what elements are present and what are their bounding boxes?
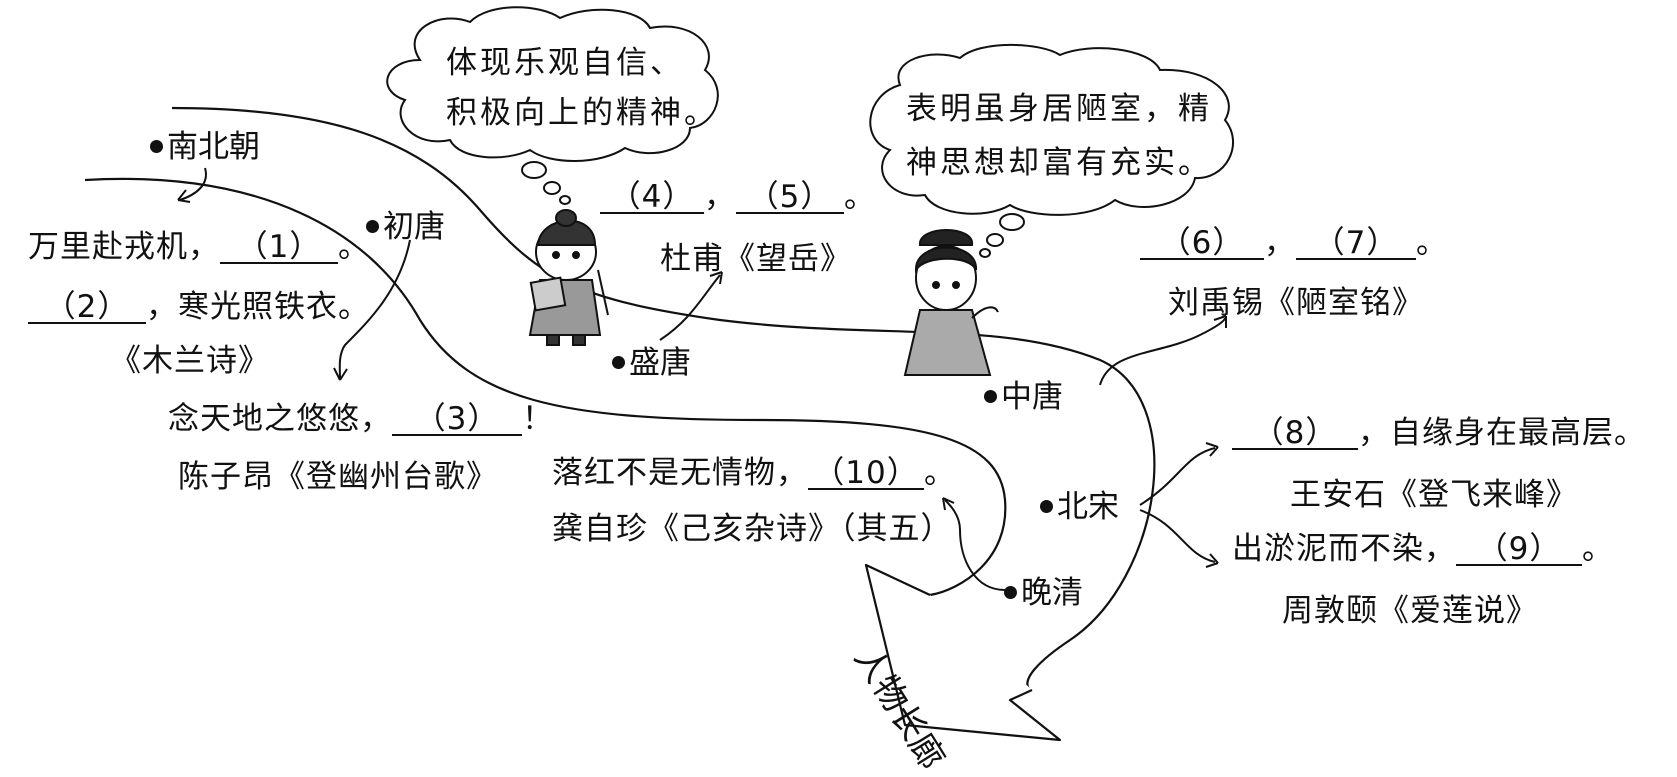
poem-text: ， [1264,225,1296,261]
era-label: 初唐 [383,209,445,245]
corridor-top-edge [171,106,1156,691]
answer-blank-6[interactable]: （6） [1140,228,1264,260]
poem-text: ！ [522,401,554,437]
thought-bubble-left [386,6,719,162]
scholar-figure-icon [528,209,609,346]
poem-wang-line: （8），自缘身在最高层。 [1232,414,1646,452]
poem-gong-source: 龚自珍《己亥杂诗》（其五） [552,511,953,547]
era-shengtang: 盛唐 [612,344,691,382]
bubble-left-line1: 体现乐观自信、 [446,45,684,81]
answer-blank-9[interactable]: （9） [1456,534,1582,566]
answer-blank-5[interactable]: （5） [736,182,844,214]
poem-text: 。 [924,455,956,491]
poem-zhou-source: 周敦颐《爱莲说》 [1282,593,1538,629]
poem-du-line: （4），（5）。 [600,178,876,216]
poem-wang-source: 王安石《登飞来峰》 [1290,477,1578,513]
era-label: 盛唐 [629,345,691,381]
poem-mulan-source: 《木兰诗》 [110,343,270,379]
connector-arrows [177,167,1227,591]
era-chutang: 初唐 [366,208,445,246]
era-dot-icon [612,356,625,369]
answer-blank-3[interactable]: （3） [392,404,522,436]
answer-blank-8[interactable]: （8） [1232,418,1358,450]
era-label: 中唐 [1001,379,1063,415]
era-dot-icon [1040,500,1053,513]
poem-text: 。 [1416,225,1448,261]
era-dot-icon [1004,586,1017,599]
era-label: 南北朝 [167,129,260,165]
era-label: 北宋 [1057,489,1119,525]
bubble-right-line1: 表明虽身居陋室，精 [906,91,1212,127]
answer-blank-10[interactable]: （10） [808,458,924,490]
thought-bubble-right [869,43,1235,216]
era-dot-icon [366,220,379,233]
corridor-arrowhead [864,563,1062,742]
era-dot-icon [150,140,163,153]
bubble-left-line2: 积极向上的精神。 [446,95,718,131]
poem-chen-source: 陈子昂《登幽州台歌》 [178,459,498,495]
answer-blank-4[interactable]: （4） [600,182,704,214]
poem-text: 。 [1582,531,1614,567]
poem-text: 。 [844,179,876,215]
poem-text: 。 [338,229,370,265]
poem-text: ，寒光照铁衣。 [146,289,370,325]
poem-zhou-line: 出淤泥而不染，（9）。 [1232,530,1614,568]
corridor-bottom-edge [84,177,1007,597]
poem-text: ，自缘身在最高层。 [1358,415,1646,451]
poem-mulan-line2: （2），寒光照铁衣。 [28,288,370,326]
era-dot-icon [984,390,997,403]
poem-text: 万里赴戎机， [28,229,220,265]
poem-mulan-line1: 万里赴戎机，（1）。 [28,228,370,266]
poem-text: 出淤泥而不染， [1232,531,1456,567]
era-beisong: 北宋 [1040,488,1119,526]
bubble-right-line2: 神思想却富有充实。 [906,145,1212,181]
lady-figure-icon [903,229,999,376]
poem-chen-line: 念天地之悠悠，（3）！ [168,400,554,438]
poem-liu-line: （6），（7）。 [1140,224,1448,262]
poem-du-source: 杜甫《望岳》 [660,241,852,277]
answer-blank-2[interactable]: （2） [28,292,146,324]
era-nanbeichao: 南北朝 [150,128,260,166]
poem-liu-source: 刘禹锡《陋室铭》 [1168,285,1424,321]
answer-blank-7[interactable]: （7） [1296,228,1416,260]
corridor-diagram [84,6,1235,742]
era-label: 晚清 [1021,575,1083,611]
poem-text: 念天地之悠悠， [168,401,392,437]
era-zhongtang: 中唐 [984,378,1063,416]
poem-text: 落红不是无情物， [552,455,808,491]
poem-gong-line: 落红不是无情物，（10）。 [552,454,956,492]
era-wanqing: 晚清 [1004,574,1083,612]
answer-blank-1[interactable]: （1） [220,232,338,264]
poem-text: ， [704,179,736,215]
